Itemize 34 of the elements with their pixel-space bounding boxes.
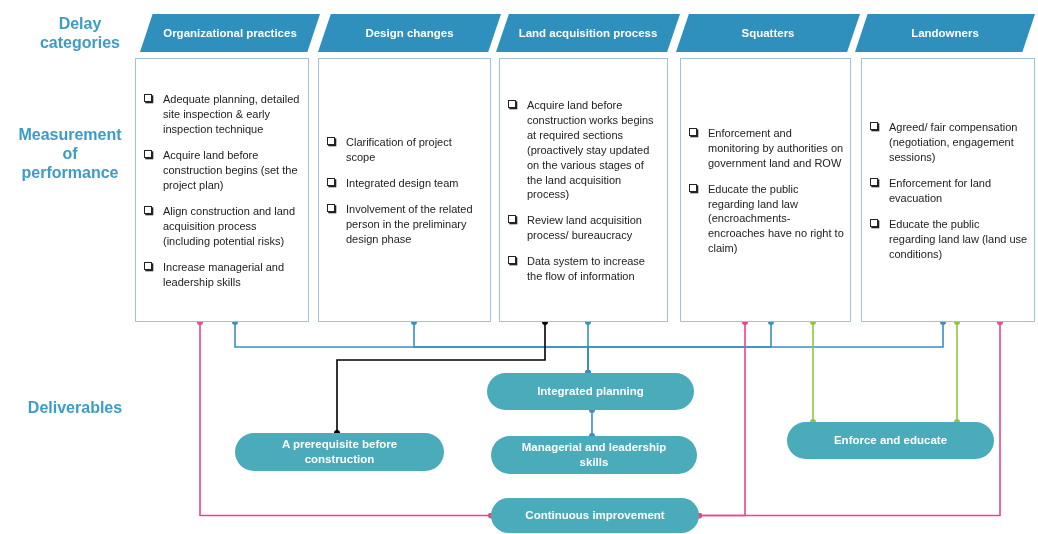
deliverable-pill: Enforce and educate [787, 422, 994, 459]
list-item: Involvement of the related person in the preliminary design phase [346, 202, 474, 247]
list-item: Enforcement and monitoring by authorities on government land and ROW [708, 125, 844, 171]
category-header: Landowners [855, 14, 1035, 52]
category-header: Design changes [318, 14, 501, 52]
category-header: Land acquisition process [496, 14, 680, 52]
deliverable-pill: Managerial and leadership skills [491, 436, 697, 474]
list-item: Enforcement for land evacuation [889, 176, 993, 206]
list-item: Adequate planning, detailed site inspection & early inspection technique [163, 92, 301, 138]
measure-box [135, 58, 309, 322]
list-item: Educate the public regarding land law (land use conditions) [889, 216, 1028, 262]
row-label: Delay categories [38, 14, 121, 53]
deliverable-pill: A prerequisite before construction [235, 433, 444, 471]
category-header: Organizational practices [140, 14, 320, 52]
deliverable-pill: Continuous improvement [491, 498, 699, 533]
list-item: Integrated design team [346, 176, 459, 191]
list-item: Educate the public regarding land law (encroachments-encroaches have no right to claim) [708, 181, 844, 257]
row-label: Measurement of performance [17, 125, 123, 183]
measure-box [680, 58, 851, 322]
deliverable-pill: Integrated planning [487, 373, 694, 410]
connector [589, 407, 595, 439]
list-item: Review land acquisition process/ bureaucracy [527, 213, 643, 244]
list-item: Agreed/ fair compensation (negotiation, engagement sessions) [889, 120, 1019, 166]
list-item: Acquire land before construction begins (set the project plan) [163, 148, 299, 193]
measure-box [318, 58, 491, 322]
measure-box [499, 58, 668, 322]
list-item: Acquire land before construction works begins at required sections (proactively stay updated on the various stages of the land acquisition process) [527, 97, 655, 203]
category-header: Squatters [676, 14, 860, 52]
list-item: Increase managerial and leadership skills [163, 259, 286, 290]
list-item: Data system to increase the flow of information [527, 254, 646, 285]
list-item: Clarification of project scope [346, 135, 453, 166]
row-label: Deliverables [26, 398, 124, 418]
measure-box [861, 58, 1035, 322]
list-item: Align construction and land acquisition process (including potential risks) [163, 203, 297, 249]
